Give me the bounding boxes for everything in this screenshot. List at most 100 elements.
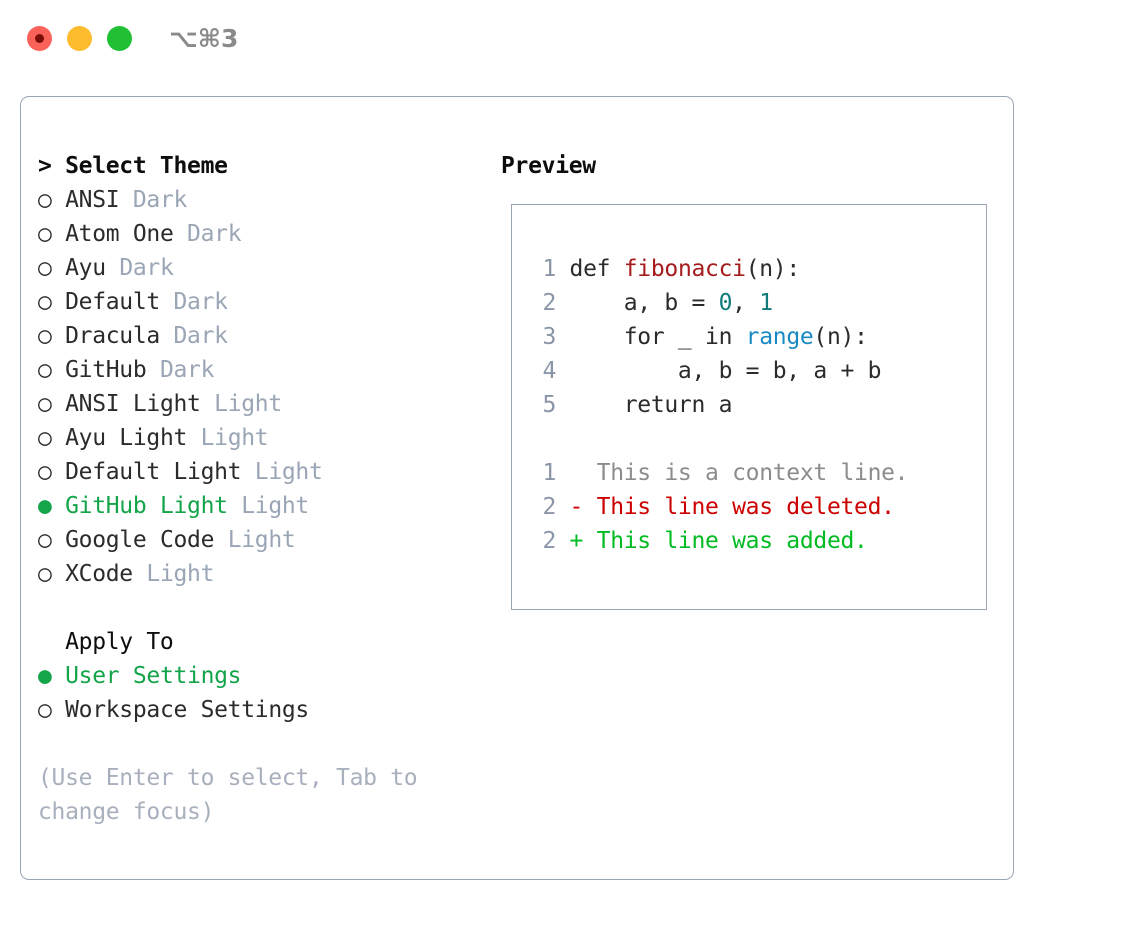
- theme-option-default-light[interactable]: ○ Default Light Light: [38, 455, 498, 489]
- theme-option-label: Default Light: [51, 459, 242, 485]
- code-line: 1 def fibonacci(n):: [530, 252, 908, 286]
- theme-option-ayu[interactable]: ○ Ayu Dark: [38, 251, 498, 285]
- apply-to-option-user-settings[interactable]: ● User Settings: [38, 659, 498, 693]
- theme-selection-column: > Select Theme ○ ANSI Dark○ Atom One Dar…: [38, 149, 498, 829]
- theme-variant-tag: Light: [241, 459, 323, 485]
- radio-unselected-icon: ○: [38, 187, 52, 213]
- theme-variant-tag: Light: [200, 391, 282, 417]
- code-line: 2 + This line was added.: [530, 524, 908, 558]
- code-token: 1: [759, 290, 773, 316]
- theme-option-label: GitHub: [51, 357, 147, 383]
- code-token: This is a context line.: [556, 460, 909, 486]
- theme-variant-tag: Light: [214, 527, 296, 553]
- code-token: fibonacci: [623, 256, 746, 282]
- title-bar: ⌥⌘3: [0, 0, 1140, 80]
- theme-option-label: Google Code: [51, 527, 215, 553]
- code-token: - This line was deleted.: [556, 494, 895, 520]
- code-line: 1 This is a context line.: [530, 456, 908, 490]
- minimize-window-button[interactable]: [67, 26, 92, 51]
- code-token: def: [556, 256, 624, 282]
- code-token: + This line was added.: [556, 528, 868, 554]
- theme-variant-tag: Light: [227, 493, 309, 519]
- radio-unselected-icon: ○: [38, 221, 52, 247]
- apply-to-option-list: ● User Settings○ Workspace Settings: [38, 659, 498, 727]
- theme-variant-tag: Dark: [119, 187, 188, 213]
- theme-option-label: ANSI Light: [51, 391, 201, 417]
- code-token: a, b = b, a + b: [556, 358, 882, 384]
- theme-option-label: XCode: [51, 561, 133, 587]
- code-token: ,: [732, 290, 760, 316]
- theme-option-github-light[interactable]: ● GitHub Light Light: [38, 489, 498, 523]
- radio-unselected-icon: ○: [38, 527, 52, 553]
- line-number: 3: [542, 324, 556, 350]
- theme-option-xcode[interactable]: ○ XCode Light: [38, 557, 498, 591]
- close-window-button[interactable]: [27, 26, 52, 51]
- radio-unselected-icon: ○: [38, 561, 52, 587]
- line-number: 2: [542, 494, 556, 520]
- theme-option-label: Default: [51, 289, 160, 315]
- code-token: (n):: [745, 256, 801, 282]
- select-theme-heading: > Select Theme: [38, 153, 228, 179]
- theme-option-label: Ayu Light: [51, 425, 188, 451]
- apply-to-option-workspace-settings[interactable]: ○ Workspace Settings: [38, 693, 498, 727]
- maximize-window-button[interactable]: [107, 26, 132, 51]
- theme-option-ansi[interactable]: ○ ANSI Dark: [38, 183, 498, 217]
- radio-unselected-icon: ○: [38, 697, 52, 723]
- main-panel: > Select Theme ○ ANSI Dark○ Atom One Dar…: [20, 96, 1014, 880]
- apply-to-option-label: Workspace Settings: [51, 697, 309, 723]
- radio-unselected-icon: ○: [38, 289, 52, 315]
- line-number: 2: [542, 528, 556, 554]
- theme-option-google-code[interactable]: ○ Google Code Light: [38, 523, 498, 557]
- line-number: 1: [542, 460, 556, 486]
- theme-option-label: ANSI: [51, 187, 120, 213]
- radio-unselected-icon: ○: [38, 357, 52, 383]
- code-token: range: [745, 324, 814, 350]
- theme-variant-tag: Dark: [159, 289, 229, 315]
- column-spacer: [38, 591, 498, 625]
- theme-variant-tag: Dark: [159, 323, 229, 349]
- theme-option-list: ○ ANSI Dark○ Atom One Dark○ Ayu Dark○ De…: [38, 183, 498, 591]
- theme-variant-tag: Light: [187, 425, 269, 451]
- theme-option-label: Dracula: [51, 323, 160, 349]
- radio-unselected-icon: ○: [38, 391, 52, 417]
- hint-spacer: [38, 727, 498, 761]
- theme-variant-tag: Light: [132, 561, 215, 587]
- window-controls: [27, 26, 132, 51]
- theme-option-default[interactable]: ○ Default Dark: [38, 285, 498, 319]
- theme-option-ansi-light[interactable]: ○ ANSI Light Light: [38, 387, 498, 421]
- radio-unselected-icon: ○: [38, 255, 52, 281]
- code-line: 3 for _ in range(n):: [530, 320, 908, 354]
- theme-variant-tag: Dark: [146, 357, 215, 383]
- preview-column: Preview: [501, 149, 1001, 183]
- keyboard-hint-text: (Use Enter to select, Tab to change focu…: [38, 765, 431, 825]
- theme-option-atom-one[interactable]: ○ Atom One Dark: [38, 217, 498, 251]
- theme-option-label: Atom One: [51, 221, 174, 247]
- apply-to-option-label: User Settings: [51, 663, 242, 689]
- code-line: [530, 422, 908, 456]
- line-number: 4: [542, 358, 556, 384]
- theme-option-github[interactable]: ○ GitHub Dark: [38, 353, 498, 387]
- preview-heading: Preview: [501, 153, 596, 179]
- code-line: 5 return a: [530, 388, 908, 422]
- theme-option-ayu-light[interactable]: ○ Ayu Light Light: [38, 421, 498, 455]
- code-line: 2 a, b = 0, 1: [530, 286, 908, 320]
- theme-option-dracula[interactable]: ○ Dracula Dark: [38, 319, 498, 353]
- theme-option-label: Ayu: [51, 255, 106, 281]
- theme-option-label: GitHub Light: [51, 493, 228, 519]
- code-token: 0: [718, 290, 733, 316]
- radio-unselected-icon: ○: [38, 459, 52, 485]
- radio-unselected-icon: ○: [38, 323, 52, 349]
- code-line: 2 - This line was deleted.: [530, 490, 908, 524]
- radio-selected-icon: ●: [38, 663, 52, 689]
- apply-to-heading: Apply To: [38, 629, 174, 655]
- code-token: return a: [556, 392, 733, 418]
- radio-selected-icon: ●: [38, 493, 52, 519]
- code-line: 4 a, b = b, a + b: [530, 354, 908, 388]
- line-number: 2: [542, 290, 556, 316]
- code-token: a, b =: [556, 290, 719, 316]
- line-number: 5: [542, 392, 556, 418]
- code-token: for _ in: [556, 324, 746, 350]
